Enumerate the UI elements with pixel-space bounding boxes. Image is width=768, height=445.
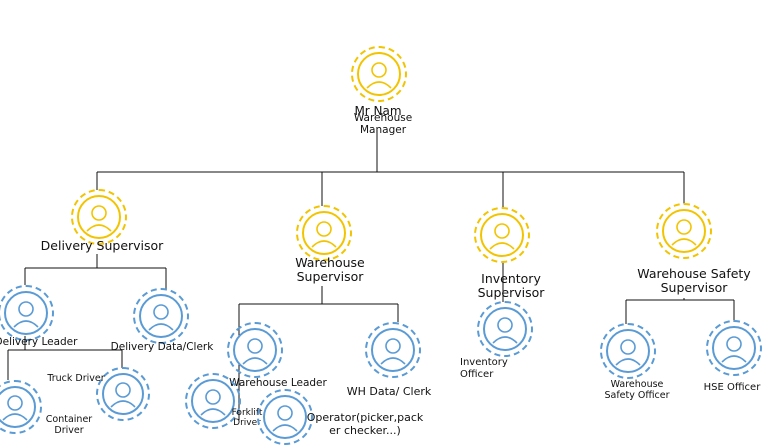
delivery-supervisor-avatar-icon xyxy=(71,189,127,245)
safety-supervisor-avatar-icon xyxy=(656,203,712,259)
delivery-supervisor-label: Delivery Supervisor xyxy=(40,238,164,253)
warehouse-leader-label: Warehouse Leader xyxy=(229,377,327,389)
delivery-leader-label: Delivery Leader xyxy=(0,336,78,348)
manager-avatar-icon xyxy=(351,46,407,102)
inventory-officer-avatar-icon xyxy=(477,301,533,357)
delivery-data-clerk-avatar-icon xyxy=(133,288,189,344)
forklift-driver-label: Forklift Driver xyxy=(231,408,263,429)
delivery-leader-avatar-icon xyxy=(0,285,54,341)
container-driver-avatar-icon xyxy=(0,380,42,434)
warehouse-supervisor-label: Warehouse Supervisor xyxy=(295,255,365,285)
safety-officer-avatar-icon xyxy=(600,323,656,379)
inventory-supervisor-avatar-icon xyxy=(474,207,530,263)
hse-officer-avatar-icon xyxy=(706,320,762,376)
inventory-officer-label: Inventory Officer xyxy=(460,357,508,380)
warehouse-leader-avatar-icon xyxy=(227,322,283,378)
container-driver-label: Container Driver xyxy=(45,414,93,436)
manager-name: Mr Nam xyxy=(354,104,402,118)
safety-officer-label: Warehouse Safety Officer xyxy=(604,379,670,401)
forklift-driver-avatar-icon xyxy=(185,373,241,429)
safety-supervisor-label: Warehouse Safety Supervisor xyxy=(637,266,751,296)
hse-officer-label: HSE Officer xyxy=(703,382,761,393)
inventory-supervisor-label: Inventory Supervisor xyxy=(477,271,545,301)
operator-label: Operator(picker,packer checker...) xyxy=(306,411,424,437)
wh-data-clerk-avatar-icon xyxy=(365,322,421,378)
operator-avatar-icon xyxy=(257,389,313,445)
warehouse-supervisor-avatar-icon xyxy=(296,205,352,261)
manager-title: Warehouse Manager xyxy=(353,112,413,137)
delivery-data-clerk-label: Delivery Data/Clerk xyxy=(110,341,214,353)
wh-data-clerk-label: WH Data/ Clerk xyxy=(346,385,432,398)
truck-driver-avatar-icon xyxy=(96,367,150,421)
truck-driver-label: Truck Driver xyxy=(47,373,105,384)
